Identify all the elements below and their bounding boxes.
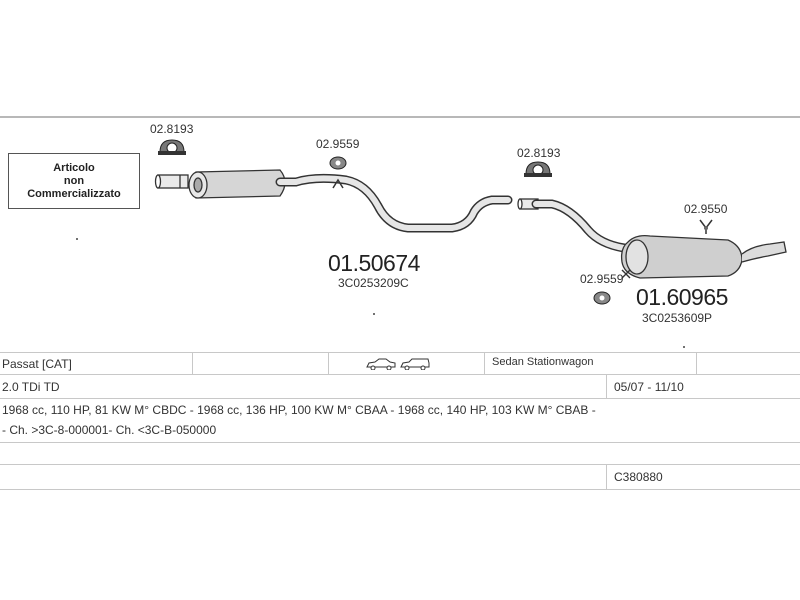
discontinued-notice: Articolo non Commercializzato	[8, 153, 140, 209]
part-label-hanger-rear-low: 02.9559	[580, 272, 624, 286]
table-row-ref: C380880	[0, 464, 800, 490]
sedan-car-icon	[366, 358, 396, 370]
part-label-clamp-rear: 02.8193	[517, 146, 561, 160]
stray-dot	[373, 313, 375, 315]
hanger-icon-rear-top	[699, 219, 713, 234]
front-muffler	[188, 169, 286, 199]
table-row-engine: 2.0 TDi TD 05/07 - 11/10	[0, 374, 800, 399]
station-wagon-icon	[400, 358, 430, 370]
part-label-hanger-front: 02.9559	[316, 137, 360, 151]
hanger-icon-rear-low	[593, 291, 611, 305]
front-pipe-oem-number: 3C0253209C	[338, 276, 409, 290]
part-label-hanger-rear-top: 02.9550	[684, 202, 728, 216]
reference-cell: C380880	[614, 470, 663, 484]
chassis-cell: - Ch. >3C-8-000001- Ch. <3C-B-050000	[2, 423, 217, 437]
rear-muffler	[620, 234, 787, 279]
top-frame-line	[0, 116, 800, 118]
body-type-label: Sedan Stationwagon	[492, 356, 594, 368]
hanger-bracket-rear-low	[621, 269, 631, 279]
part-label-clamp-front: 02.8193	[150, 122, 194, 136]
rear-pipe-tube	[531, 199, 629, 253]
hanger-icon-front	[329, 156, 347, 170]
table-row-model: Passat [CAT] Sedan Stationwagon	[0, 352, 800, 375]
notice-line-3: Commercializzato	[27, 187, 121, 200]
rear-muffler-oem-number: 3C0253609P	[642, 311, 713, 325]
years-cell: 05/07 - 11/10	[614, 380, 684, 394]
body-type-icons	[366, 353, 436, 375]
engine-cell: 2.0 TDi TD	[2, 380, 60, 394]
notice-line-1: Articolo	[53, 161, 95, 174]
hanger-bracket-front	[332, 178, 344, 189]
clamp-icon-front	[158, 139, 186, 155]
front-pipe-part-number: 01.50674	[328, 250, 420, 276]
stray-dot	[683, 346, 685, 348]
stray-dot	[76, 238, 78, 240]
rear-muffler-part-number: 01.60965	[636, 284, 728, 310]
model-cell: Passat [CAT]	[2, 357, 72, 371]
exhaust-diagram	[154, 139, 787, 305]
table-row-specs: 1968 cc, 110 HP, 81 KW M° CBDC - 1968 cc…	[0, 398, 800, 443]
notice-line-2: non	[63, 174, 85, 187]
front-pipe-inlet	[154, 174, 189, 189]
specs-cell: 1968 cc, 110 HP, 81 KW M° CBDC - 1968 cc…	[2, 403, 596, 417]
table-row-empty	[0, 442, 800, 465]
clamp-icon-rear	[524, 161, 552, 177]
